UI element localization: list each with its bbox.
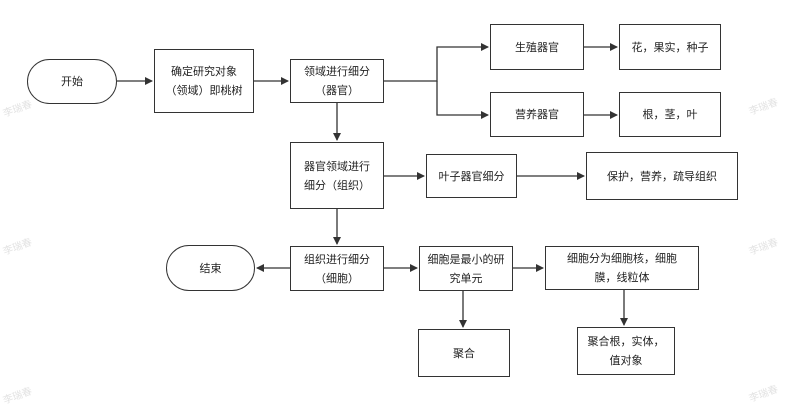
edge-domain-repro — [384, 43, 489, 82]
tissue-split-node: 组织进行细分 （细胞） — [290, 246, 384, 291]
leaf-organ-split-node: 叶子器官细分 — [426, 154, 517, 198]
end-node: 结束 — [166, 245, 255, 291]
root-stem-leaf-node: 根，茎，叶 — [619, 92, 721, 137]
domain-split-node: 领域进行细分 （器官） — [290, 59, 384, 103]
aggregate-node: 聚合 — [418, 329, 510, 377]
cell-unit-node: 细胞是最小的研 究单元 — [419, 246, 513, 291]
aggregate-detail-node: 聚合根，实体， 值对象 — [577, 327, 675, 375]
tissues-node: 保护，营养，疏导组织 — [586, 152, 738, 200]
flower-fruit-seed-node: 花，果实，种子 — [619, 24, 721, 70]
repro-organ-node: 生殖器官 — [490, 24, 584, 70]
define-object-node: 确定研究对象 （领域）即桃树 — [154, 49, 254, 113]
edge-domain-veg — [436, 81, 489, 119]
veg-organ-node: 营养器官 — [490, 92, 584, 137]
organ-split-node: 器官领域进行 细分（组织） — [290, 142, 384, 209]
start-node: 开始 — [27, 59, 117, 104]
cell-parts-node: 细胞分为细胞核，细胞 膜，线粒体 — [545, 246, 699, 290]
